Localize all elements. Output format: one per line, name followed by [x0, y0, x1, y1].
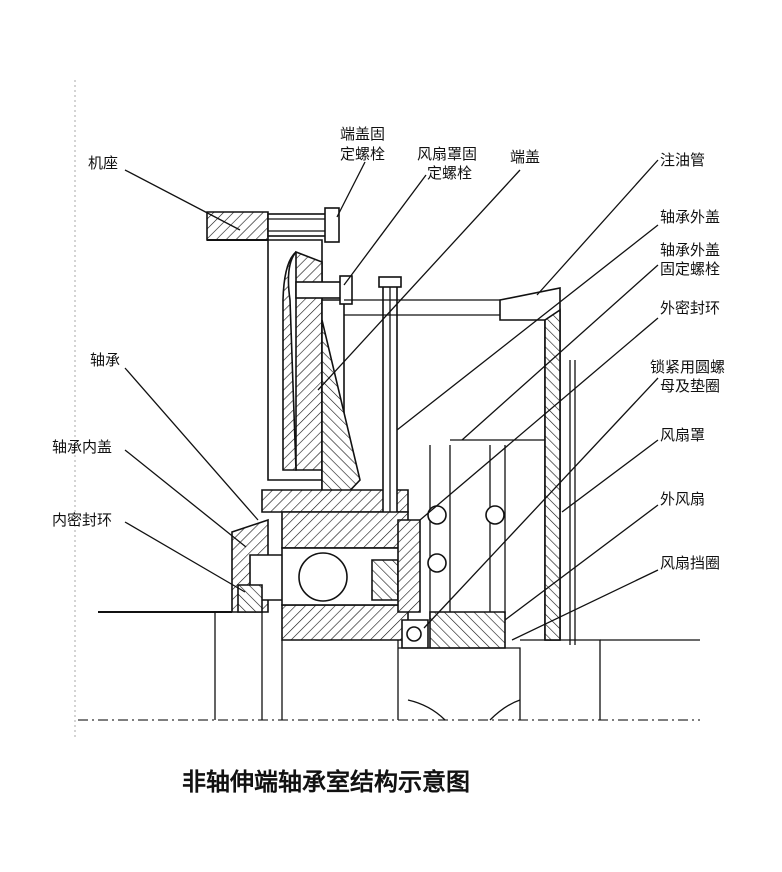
label-fan-cover-bolt-2: 定螺栓 — [427, 164, 472, 182]
label-outer-cover-bolt-1: 轴承外盖 — [660, 241, 720, 259]
label-bearing: 轴承 — [90, 351, 120, 369]
label-inner-seal-ring: 内密封环 — [52, 511, 112, 529]
label-bearing-inner-cover: 轴承内盖 — [52, 438, 112, 456]
label-end-cover: 端盖 — [510, 148, 540, 166]
bearing-inner-cover — [231, 518, 286, 613]
frame-jizuo — [206, 211, 269, 241]
fan-cover-bolt — [295, 275, 353, 305]
bearing-zhoucheng — [281, 511, 409, 641]
outer-fan — [427, 439, 545, 649]
grease-pipe — [378, 276, 402, 526]
leader-lines — [124, 159, 659, 641]
end-cover-bolt — [267, 207, 340, 243]
label-end-cover-bolt-1: 端盖固 — [340, 125, 385, 143]
label-end-cover-bolt-2: 定螺栓 — [340, 145, 385, 163]
label-outer-seal-ring: 外密封环 — [660, 299, 720, 317]
outer-seal-and-locknut — [397, 519, 429, 649]
label-fan-cover: 风扇罩 — [660, 426, 705, 444]
label-lock-nut-1: 锁紧用圆螺 — [650, 358, 725, 376]
label-lock-nut-2: 母及垫圈 — [660, 377, 720, 395]
label-outer-cover-bolt-2: 固定螺栓 — [660, 260, 720, 278]
shaft — [98, 611, 700, 721]
label-fan-retaining-ring: 风扇挡圈 — [660, 554, 720, 572]
label-grease-pipe: 注油管 — [660, 151, 705, 169]
label-fan-cover-bolt-1: 风扇罩固 — [417, 145, 477, 163]
label-outer-fan: 外风扇 — [660, 490, 705, 508]
fan-cover-plate — [344, 287, 576, 645]
label-jizuo: 机座 — [88, 154, 118, 172]
diagram-caption: 非轴伸端轴承室结构示意图 — [182, 768, 470, 796]
end-cover-duangai — [261, 239, 409, 523]
label-bearing-outer-cover: 轴承外盖 — [660, 208, 720, 226]
